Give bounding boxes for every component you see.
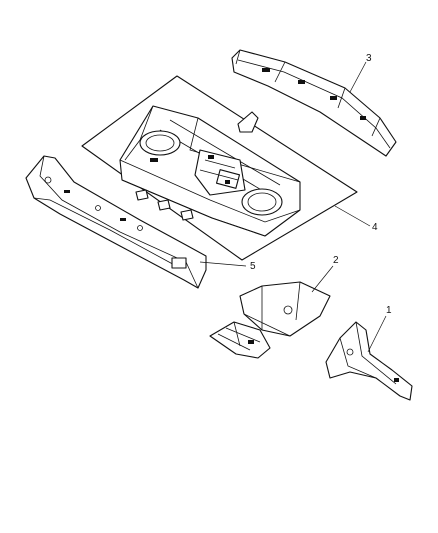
callout-3: 3: [366, 53, 372, 64]
part-5-body: [25, 155, 207, 289]
part-4-top-bracket: [237, 111, 259, 133]
callout-2: 2: [333, 255, 339, 266]
part-1-body: [325, 321, 413, 401]
leader-line-1: [367, 315, 387, 353]
leader-line-2: [311, 265, 334, 293]
part-1-rear-corner-bracket[interactable]: [325, 321, 413, 401]
part-3-upper-cross-member[interactable]: [231, 49, 397, 157]
part-4-clip: [157, 199, 171, 211]
part-2-floor-bracket-assembly[interactable]: [209, 281, 331, 359]
leader-line-5: [199, 261, 247, 267]
leader-line-4: [334, 205, 371, 227]
part-3-body: [231, 49, 397, 157]
part-4-clip: [135, 189, 149, 201]
callout-1: 1: [386, 305, 392, 316]
part-4-rear-shelf-panel[interactable]: [81, 75, 358, 261]
leader-line-3: [349, 61, 367, 93]
part-4-clip: [180, 209, 194, 221]
callout-5: 5: [250, 261, 256, 272]
callout-4: 4: [372, 222, 378, 233]
part-5-side-rail[interactable]: [25, 155, 207, 289]
